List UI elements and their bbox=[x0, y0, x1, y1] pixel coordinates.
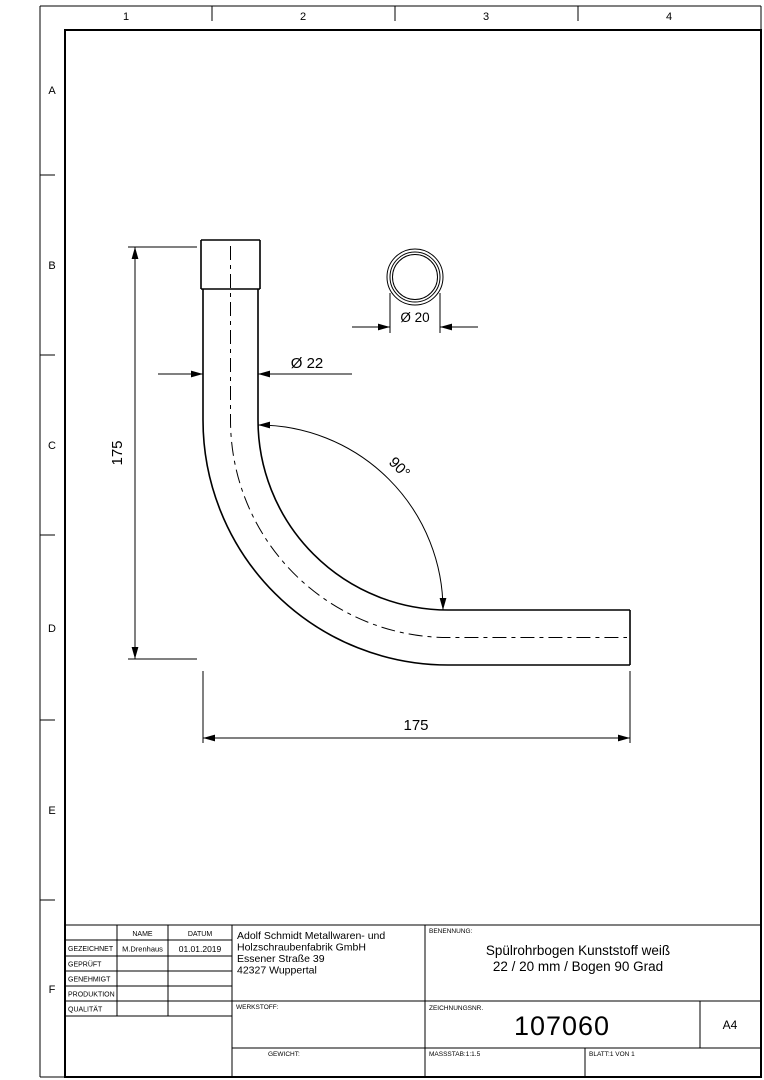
dim-outer-dia-label: Ø 22 bbox=[291, 355, 324, 372]
company-line-3: Essener Straße 39 bbox=[237, 953, 325, 965]
dim-angle-label: 90° bbox=[385, 454, 413, 482]
zone-labels: 1 2 3 4 A B C D E F bbox=[48, 11, 672, 996]
approval-table: NAME DATUM GEZEICHNET M.Drenhaus 01.01.2… bbox=[68, 931, 222, 1014]
section-inner-circle bbox=[392, 254, 438, 300]
table-row-label-produktion: PRODUKTION bbox=[68, 992, 115, 999]
pipe-socket bbox=[200, 239, 261, 290]
paper-format: A4 bbox=[723, 1018, 738, 1032]
dim-outer-diameter: Ø 22 bbox=[158, 355, 352, 378]
dim-angle: 90° bbox=[257, 421, 447, 611]
sheet-frame bbox=[39, 5, 762, 1078]
zone-col-2: 2 bbox=[300, 11, 306, 23]
table-row-label-geprueft: GEPRÜFT bbox=[68, 961, 102, 969]
pipe-outer-edge bbox=[202, 289, 630, 666]
drawing-number: 107060 bbox=[514, 1011, 610, 1041]
dim-inner-dia-label: Ø 20 bbox=[400, 310, 429, 325]
title-block-grid bbox=[65, 924, 761, 1077]
werkstoff-label: WERKSTOFF: bbox=[236, 1004, 279, 1011]
table-header-name: NAME bbox=[132, 931, 153, 938]
table-row-label-genehmigt: GENEHMIGT bbox=[68, 977, 111, 984]
table-row-datum-gezeichnet: 01.01.2019 bbox=[179, 944, 222, 954]
pipe-section-view bbox=[386, 248, 444, 306]
company-line-4: 42327 Wuppertal bbox=[237, 965, 317, 977]
zone-row-c: C bbox=[48, 440, 56, 452]
pipe-centerline bbox=[230, 246, 627, 638]
zone-col-4: 4 bbox=[666, 11, 672, 23]
zone-col-1: 1 bbox=[123, 11, 129, 23]
pipe-elbow-outline bbox=[200, 239, 631, 666]
zone-row-a: A bbox=[48, 85, 56, 97]
massstab-label: MASSSTAB:1:1.5 bbox=[429, 1051, 481, 1058]
benennung-label: BENENNUNG: bbox=[429, 928, 473, 935]
gewicht-label: GEWICHT: bbox=[268, 1051, 300, 1058]
dim-height-label: 175 bbox=[109, 440, 126, 465]
zone-row-e: E bbox=[48, 805, 55, 817]
zone-row-f: F bbox=[49, 984, 56, 996]
dim-inner-diameter: Ø 20 bbox=[352, 293, 478, 333]
blatt-label: BLATT:1 VON 1 bbox=[589, 1051, 635, 1058]
part-title-line-2: 22 / 20 mm / Bogen 90 Grad bbox=[493, 959, 663, 974]
company-block: Adolf Schmidt Metallwaren- und Holzschra… bbox=[236, 930, 385, 1058]
company-line-2: Holzschraubenfabrik GmbH bbox=[237, 942, 366, 954]
part-info-block: BENENNUNG: Spülrohrbogen Kunststoff weiß… bbox=[429, 928, 738, 1058]
zone-col-3: 3 bbox=[483, 11, 489, 23]
zeichnungsnr-label: ZEICHNUNGSNR. bbox=[429, 1005, 483, 1012]
table-row-name-gezeichnet: M.Drenhaus bbox=[122, 945, 163, 954]
section-outer-circle bbox=[386, 248, 444, 306]
zone-row-d: D bbox=[48, 623, 56, 635]
table-header-datum: DATUM bbox=[188, 931, 213, 938]
table-row-label-qualitaet: QUALITÄT bbox=[68, 1006, 103, 1014]
table-row-label-gezeichnet: GEZEICHNET bbox=[68, 946, 114, 953]
pipe-inner-edge bbox=[257, 289, 630, 611]
zone-row-b: B bbox=[48, 260, 55, 272]
dim-height: 175 bbox=[109, 246, 197, 660]
section-mid-circle bbox=[389, 251, 441, 303]
part-title-line-1: Spülrohrbogen Kunststoff weiß bbox=[486, 943, 670, 958]
dim-length-label: 175 bbox=[403, 717, 428, 734]
company-line-1: Adolf Schmidt Metallwaren- und bbox=[237, 930, 385, 942]
dim-length: 175 bbox=[202, 671, 631, 743]
